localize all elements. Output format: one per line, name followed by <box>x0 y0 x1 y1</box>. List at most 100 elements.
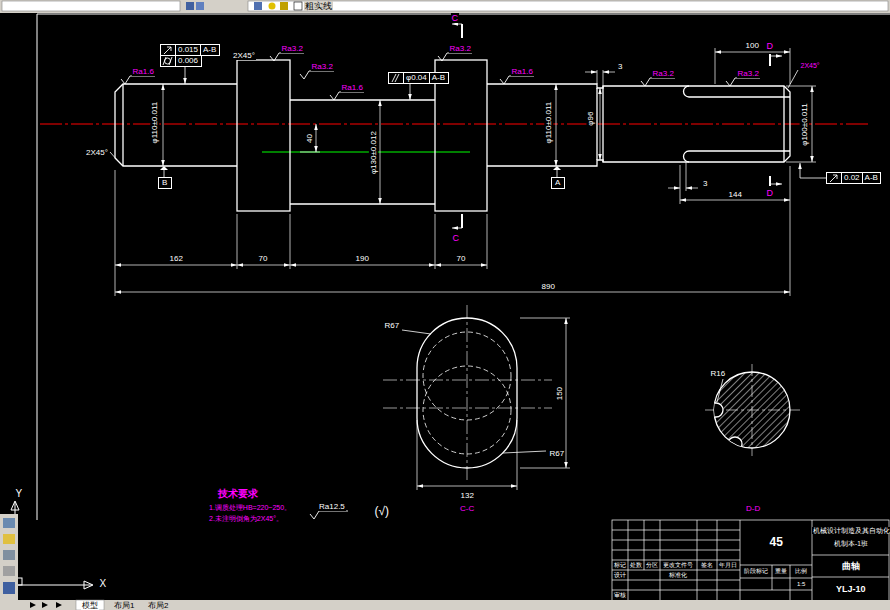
datum-letter: A <box>552 178 563 188</box>
section-d-d <box>714 372 790 448</box>
toolbar <box>294 2 302 10</box>
cutting-plane-mark <box>770 184 782 185</box>
radius-dimension: R67 <box>384 321 401 330</box>
section-mark: D <box>766 41 775 51</box>
tolerance-frame: φ0.04A-B <box>388 72 449 84</box>
section-d-d <box>709 403 742 451</box>
roughness-value: Ra1.6 <box>511 67 534 76</box>
length-dimension: 144 <box>728 190 743 199</box>
dimension-line <box>435 265 487 266</box>
radius-dimension: R16 <box>710 369 727 378</box>
tolerance-value: 0.006 <box>175 56 200 66</box>
section-mark: C <box>452 233 461 243</box>
dimension-line <box>680 162 686 204</box>
layout-tab: 布局1 <box>113 601 135 610</box>
tab-bar <box>0 600 890 610</box>
toolbar <box>196 2 204 10</box>
ucs-icon <box>84 581 93 589</box>
toolbar <box>254 2 262 10</box>
length-dimension: 3 <box>617 62 623 71</box>
side-toolbar <box>3 566 15 576</box>
title-cell: 审核 <box>613 592 627 599</box>
length-dimension: 132 <box>460 491 475 500</box>
layout-tab: 布局2 <box>147 601 169 610</box>
title-block <box>628 520 717 604</box>
tolerance-symbol <box>392 74 399 82</box>
class-name: 机制本-1班 <box>833 540 869 547</box>
diameter-dimension: φ100±0.011 <box>800 102 809 146</box>
section-mark: D <box>766 188 775 198</box>
toolbar <box>0 0 890 13</box>
drawing-number: YLJ-10 <box>835 584 867 594</box>
toolbar <box>280 2 288 10</box>
shaft-outline <box>684 151 791 162</box>
ucs-icon <box>11 501 93 589</box>
toolbar <box>186 2 194 10</box>
tolerance-symbol <box>164 47 171 54</box>
shaft-outline <box>487 84 790 166</box>
roughness-value: Ra3.2 <box>652 69 675 78</box>
section-c-c <box>417 318 517 468</box>
section-title: D-D <box>745 504 761 513</box>
roughness-symbol-note: (√) <box>374 505 391 519</box>
tolerance-symbol <box>830 175 837 182</box>
note-line: 1.调质处理HB=220~250。 <box>208 504 292 512</box>
shaft-outline <box>122 84 123 166</box>
cutting-plane-mark <box>769 176 771 186</box>
roughness-value: Ra3.2 <box>449 44 472 53</box>
dimension-line <box>668 188 680 189</box>
tab-bar <box>0 600 890 610</box>
cutting-plane-mark <box>452 24 462 25</box>
roughness-value: Ra3.2 <box>737 69 760 78</box>
material: 45 <box>769 536 784 550</box>
tolerance-symbol <box>163 57 172 65</box>
tolerance-symbol <box>162 45 174 55</box>
pin-center-line <box>262 152 470 153</box>
dimension-line <box>556 84 557 166</box>
datum-box: A <box>551 177 565 189</box>
side-toolbar <box>3 582 15 594</box>
side-toolbar <box>3 550 15 560</box>
section-d-d <box>728 437 742 451</box>
layout-tab: 模型 <box>81 601 99 610</box>
cutting-plane-mark <box>770 56 782 57</box>
side-toolbar <box>0 514 18 600</box>
scale-value: 1:5 <box>796 581 806 588</box>
tolerance-frame: 0.006 <box>160 55 202 67</box>
tolerance-value: A-B <box>429 73 447 83</box>
dimension-line <box>603 72 615 73</box>
roughness-value: Ra3.2 <box>281 44 304 53</box>
length-dimension: 162 <box>169 254 184 263</box>
roughness-symbol <box>310 511 348 519</box>
dimension-line <box>115 48 816 490</box>
dimension-line <box>597 70 603 86</box>
length-dimension: 190 <box>355 254 370 263</box>
tolerance-symbol <box>165 58 171 64</box>
chamfer-note: 2X45° <box>800 62 821 70</box>
note-line: 2.未注明倒角为2X45°。 <box>208 515 284 523</box>
leader-line <box>402 330 431 334</box>
notes-heading: 技术要求 <box>217 488 259 500</box>
section-c-c <box>383 305 552 480</box>
length-dimension: 100 <box>745 41 760 50</box>
shaft-outline <box>115 84 237 166</box>
axis-label: Y <box>15 488 24 500</box>
dimension-line <box>115 292 790 293</box>
title-block <box>740 565 812 604</box>
cutting-plane-mark <box>452 228 462 229</box>
dimension-line <box>300 152 320 153</box>
leader-line <box>788 70 798 88</box>
toolbar <box>0 0 890 13</box>
dimension-line <box>566 318 567 468</box>
diameter-dimension: φ110±0.011 <box>150 100 159 144</box>
length-dimension: 70 <box>456 254 467 263</box>
title-cell: 更改文件号 <box>662 562 694 569</box>
toolbar <box>2 1 180 11</box>
dimension-line <box>115 166 790 296</box>
title-cell: 处数 <box>629 562 643 569</box>
diameter-dimension: φ96 <box>586 110 595 126</box>
chamfer-note: 2X45° <box>232 51 256 60</box>
leader-line <box>110 152 118 161</box>
leader-line <box>110 67 826 453</box>
cutting-plane-mark <box>461 24 463 38</box>
